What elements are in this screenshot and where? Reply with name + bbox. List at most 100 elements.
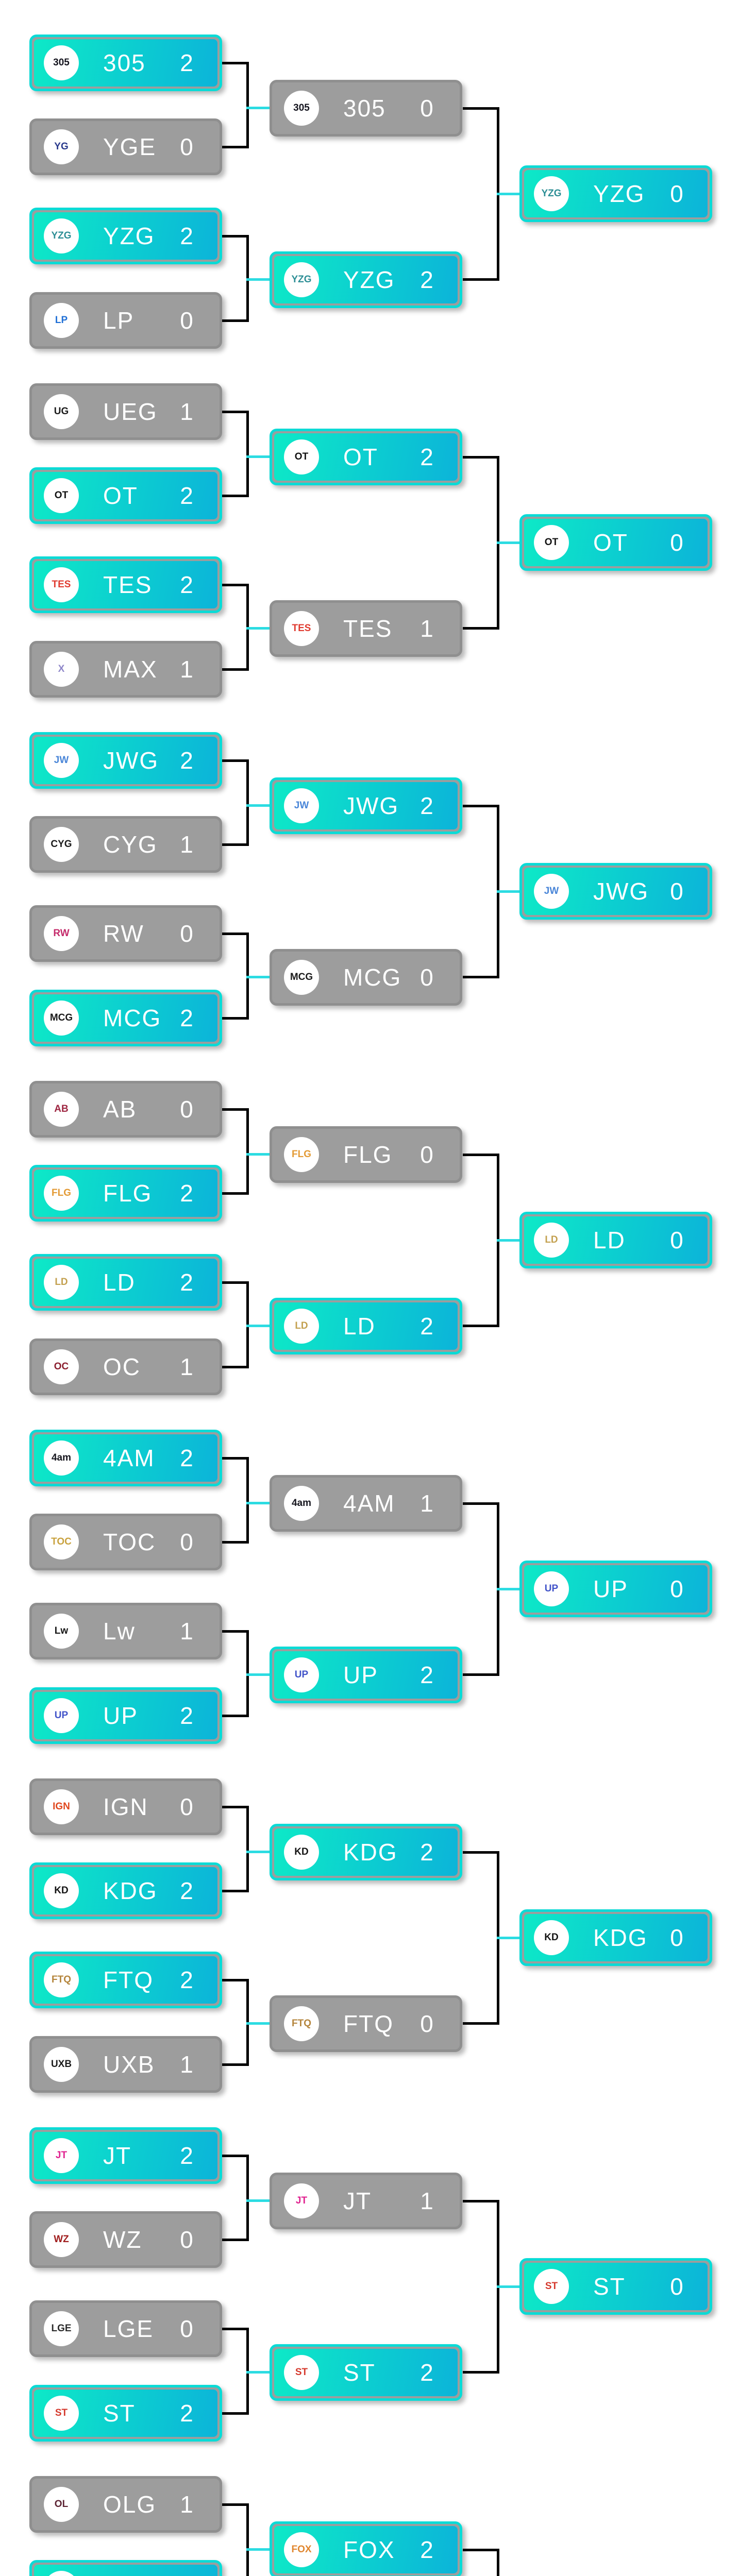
team-name: LD — [593, 1227, 626, 1253]
team-score: 1 — [420, 1490, 433, 1517]
team-name: LGE — [103, 2315, 154, 2342]
team-score: 0 — [180, 307, 193, 334]
team-logo: JW — [284, 788, 319, 823]
team-name: 305 — [343, 95, 386, 122]
connector-stub — [246, 455, 271, 458]
connector-elbow — [222, 2328, 249, 2374]
team-logo: LD — [284, 1309, 319, 1344]
team-name: MCG — [343, 964, 402, 991]
team-name: UEG — [103, 398, 158, 425]
team-name: ST — [343, 2359, 376, 2386]
connector-stub — [246, 1673, 271, 1676]
team-name: YZG — [593, 180, 645, 207]
team-logo: TOC — [44, 1524, 79, 1560]
team-logo: FTQ — [44, 1962, 79, 1997]
connector-stub — [497, 2285, 519, 2288]
connector-stub — [246, 278, 271, 281]
connector-elbow — [222, 1325, 249, 1368]
connector-elbow — [222, 2022, 249, 2066]
connector-elbow — [222, 2371, 249, 2415]
connector-stub — [497, 193, 519, 195]
team-logo: ST — [44, 2396, 79, 2431]
connector-elbow — [222, 1630, 249, 1676]
connector-stub — [246, 1502, 271, 1504]
connector-stub — [246, 804, 271, 807]
team-score: 0 — [670, 1575, 683, 1602]
team-score: 2 — [180, 747, 193, 774]
team-name: FLG — [343, 1141, 393, 1168]
connector-stub — [246, 107, 271, 109]
team-name: ST — [103, 2400, 136, 2427]
connector-elbow — [222, 2199, 249, 2241]
team-score: 0 — [180, 2226, 193, 2253]
connector-elbow — [463, 1937, 499, 2025]
team-name: LP — [103, 307, 135, 334]
team-score: 2 — [180, 2400, 193, 2427]
team-name: 4AM — [343, 1490, 395, 1517]
team-name: JT — [343, 2188, 372, 2214]
connector-stub — [246, 1325, 271, 1327]
team-logo: UP — [284, 1657, 319, 1692]
team-logo: FOX — [44, 2571, 79, 2576]
match-team-box[interactable]: ST ST 2 — [29, 2385, 222, 2442]
team-logo: Lw — [44, 1614, 79, 1649]
team-name: TES — [343, 615, 393, 642]
team-score: 1 — [180, 1353, 193, 1380]
connector-elbow — [222, 1153, 249, 1195]
connector-elbow — [222, 1281, 249, 1327]
connector-elbow — [222, 1806, 249, 1853]
